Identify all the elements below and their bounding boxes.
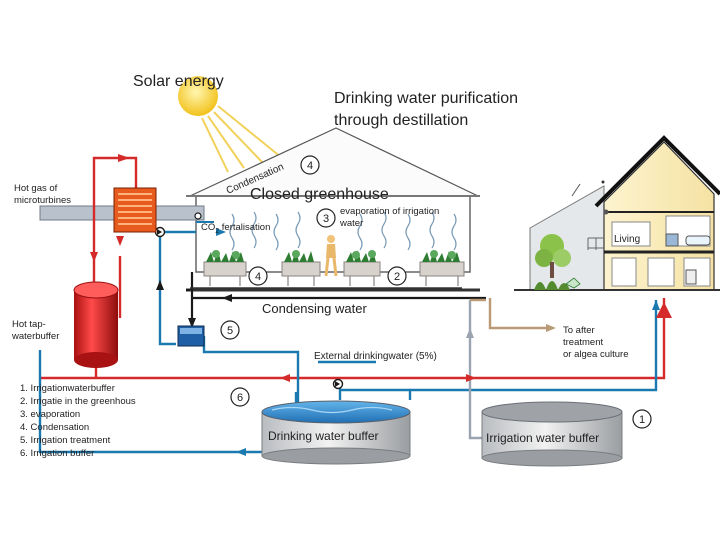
marker-2: 2	[387, 266, 407, 286]
house	[514, 135, 720, 291]
plant-benches	[203, 250, 465, 286]
living-label: Living	[614, 234, 640, 245]
title-line-1: Drinking water purification	[334, 90, 518, 107]
greenhouse	[186, 127, 480, 292]
irrigation-pipe	[468, 300, 484, 440]
legend-item: 5. Irrigation treatment	[20, 435, 111, 446]
external-drinkingwater-label: External drinkingwater (5%)	[314, 351, 437, 362]
marker-4: 4	[248, 266, 268, 286]
hot-gas-label-2: microturbines	[14, 195, 71, 206]
svg-text:1: 1	[639, 414, 645, 426]
co2-fertilisation-label: CO2 fertalisation	[201, 222, 270, 235]
title-line-2: through destillation	[334, 112, 468, 129]
heat-exchanger-icon	[113, 187, 157, 233]
tree-icon	[534, 234, 581, 290]
hot-tap-label-1: Hot tap-	[12, 319, 46, 330]
solar-energy-label: Solar energy	[133, 73, 224, 90]
after-treatment-label-3: or algea culture	[563, 349, 628, 360]
valve-icons	[154, 212, 344, 390]
sun	[178, 76, 283, 173]
drinking-water-buffer-label: Drinking water buffer	[268, 429, 379, 443]
legend-item: 4. Condensation	[20, 422, 89, 433]
legend-item: 6. Irrigation buffer	[20, 448, 94, 459]
closed-greenhouse-label: Closed greenhouse	[250, 186, 389, 203]
evaporation-label-1: evaporation of irrigation	[340, 206, 439, 217]
irrigation-water-buffer-tank	[481, 401, 623, 467]
irrigation-water-buffer-label: Irrigation water buffer	[486, 431, 599, 445]
person-icon	[324, 235, 338, 277]
hot-water-pipe	[40, 156, 666, 380]
after-treatment-label-2: treatment	[563, 337, 603, 348]
hot-tap-buffer-tank	[73, 281, 119, 368]
marker-1: 1	[632, 409, 652, 429]
irrigation-treatment-box	[177, 325, 205, 347]
svg-text:5: 5	[227, 325, 233, 337]
svg-text:4: 4	[255, 271, 261, 283]
marker-3: 3	[316, 208, 336, 228]
legend-item: 2. Irrigatie in the greenhous	[20, 396, 136, 407]
svg-text:4: 4	[307, 160, 313, 172]
sun-rays	[201, 105, 283, 173]
hot-gas-label-1: Hot gas of	[14, 183, 58, 194]
svg-text:6: 6	[237, 392, 243, 404]
legend-item: 1. Irrigationwaterbuffer	[20, 383, 115, 394]
svg-text:3: 3	[323, 213, 329, 225]
sun-icon	[178, 76, 218, 116]
legend-item: 3. evaporation	[20, 409, 80, 420]
marker-condensation: 4	[300, 155, 320, 175]
condensing-water-label: Condensing water	[262, 301, 367, 316]
evaporation-label-2: water	[339, 218, 363, 229]
after-treatment-label-1: To after	[563, 325, 595, 336]
evaporation-wisps	[229, 211, 457, 251]
after-treatment-pipe	[470, 298, 552, 330]
marker-6: 6	[230, 387, 250, 407]
marker-5: 5	[220, 320, 240, 340]
flow-arrows	[90, 154, 672, 456]
svg-text:2: 2	[394, 271, 400, 283]
legend: 1. Irrigationwaterbuffer 2. Irrigatie in…	[20, 383, 136, 459]
drinking-water-buffer-tank	[261, 400, 411, 465]
number-markers: 1 2 3 4 5 6 4	[220, 155, 652, 429]
hot-tap-label-2: waterbuffer	[11, 331, 59, 342]
drinking-water-pipe	[38, 230, 658, 454]
